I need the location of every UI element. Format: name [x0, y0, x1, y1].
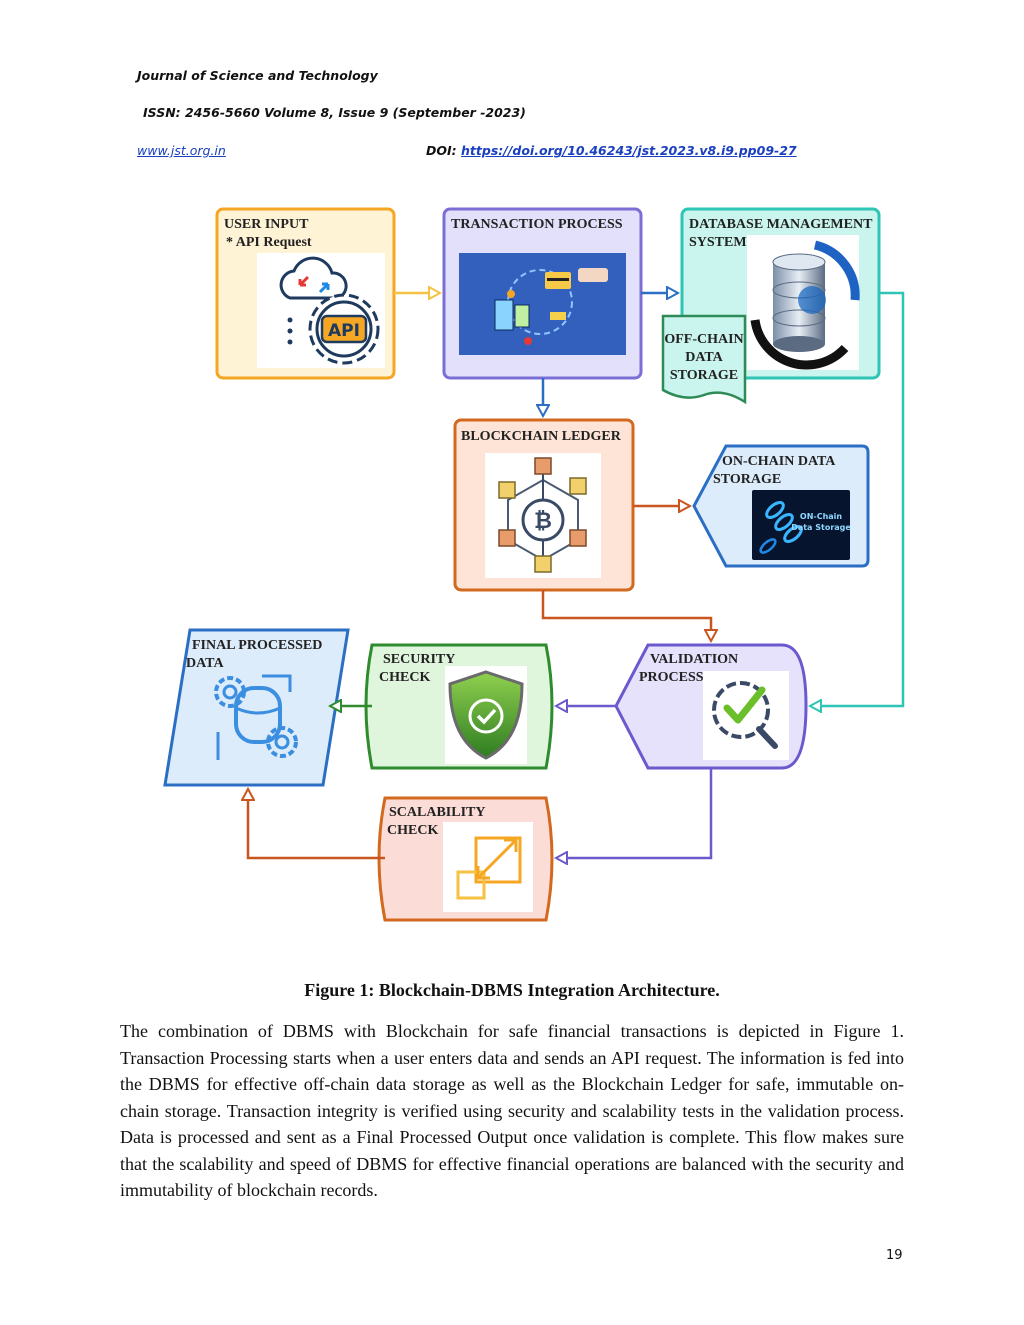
final-processed-line1: FINAL PROCESSED [192, 638, 322, 653]
off-chain-line3: STORAGE [670, 368, 738, 383]
dbms-box: DATABASE MANAGEMENT SYSTEM OFF-CHAIN DAT… [661, 207, 881, 405]
svg-text:₿: ₿ [534, 509, 552, 534]
data-gears-icon [214, 674, 298, 760]
cloud-sync-icon [279, 256, 348, 300]
on-chain-storage-box: ON-CHAIN DATA STORAGE ON-Chain Data Stor… [692, 444, 870, 568]
validation-process-line1: VALIDATION [650, 652, 738, 667]
on-chain-line2: STORAGE [713, 472, 781, 487]
doi-label: DOI: [426, 143, 457, 158]
off-chain-line2: DATA [685, 350, 723, 365]
on-chain-badge-line1: ON-Chain [800, 512, 843, 521]
bitcoin-network-icon: ₿ [498, 457, 587, 573]
security-check-line1: SECURITY [383, 652, 455, 667]
dbms-title-line1: DATABASE MANAGEMENT [689, 217, 873, 232]
journal-name: Journal of Science and Technology [137, 68, 378, 83]
dots-icon [287, 317, 293, 345]
scalability-check-line2: CHECK [387, 823, 438, 838]
transaction-process-box: TRANSACTION PROCESS [442, 207, 643, 380]
off-chain-storage-tag: OFF-CHAIN DATA STORAGE [661, 314, 747, 405]
validation-process-line2: PROCESS [639, 670, 704, 685]
api-gear-icon: API [308, 293, 380, 365]
dbms-title-line2: SYSTEM [689, 235, 747, 250]
blockchain-ledger-box: BLOCKCHAIN LEDGER ₿ [453, 418, 635, 592]
shield-check-icon [448, 670, 524, 760]
doi-line: DOI: https://doi.org/10.46243/jst.2023.v… [426, 143, 797, 158]
user-input-subtitle: * API Request [226, 235, 312, 250]
security-check-box: SECURITY CHECK [364, 643, 554, 770]
final-processed-line2: DATA [186, 656, 224, 671]
database-server-icon [750, 240, 860, 370]
magnifier-check-icon [712, 681, 778, 749]
security-check-line2: CHECK [379, 670, 430, 685]
user-input-title: USER INPUT [224, 217, 309, 232]
transaction-process-title: TRANSACTION PROCESS [451, 217, 623, 232]
chain-link-icon [759, 501, 803, 554]
api-icon-text: API [328, 321, 360, 341]
resize-icon [456, 836, 522, 900]
scalability-check-box: SCALABILITY CHECK [377, 796, 554, 922]
connector-arrows [248, 293, 905, 858]
user-input-box: USER INPUT * API Request API [215, 207, 396, 380]
blockchain-ledger-title: BLOCKCHAIN LEDGER [461, 429, 622, 444]
on-chain-line1: ON-CHAIN DATA [722, 454, 836, 469]
figure-caption: Figure 1: Blockchain-DBMS Integration Ar… [304, 980, 720, 1000]
issn-line: ISSN: 2456-5660 Volume 8, Issue 9 (Septe… [143, 105, 526, 120]
final-processed-data-box: FINAL PROCESSED DATA [163, 628, 350, 787]
page-number: 19 [886, 1248, 903, 1263]
body-paragraph: The combination of DBMS with Blockchain … [120, 1021, 904, 1200]
doi-link[interactable]: https://doi.org/10.46243/jst.2023.v8.i9.… [461, 143, 797, 158]
architecture-diagram: USER INPUT * API Request API TRANSACTION… [163, 207, 905, 922]
journal-website-link[interactable]: www.jst.org.in [137, 143, 226, 158]
off-chain-line1: OFF-CHAIN [664, 332, 743, 347]
payment-illustration-icon [459, 253, 626, 355]
validation-process-box: VALIDATION PROCESS [614, 643, 808, 770]
scalability-check-line1: SCALABILITY [389, 805, 485, 820]
on-chain-badge-line2: Data Storage [791, 523, 851, 532]
